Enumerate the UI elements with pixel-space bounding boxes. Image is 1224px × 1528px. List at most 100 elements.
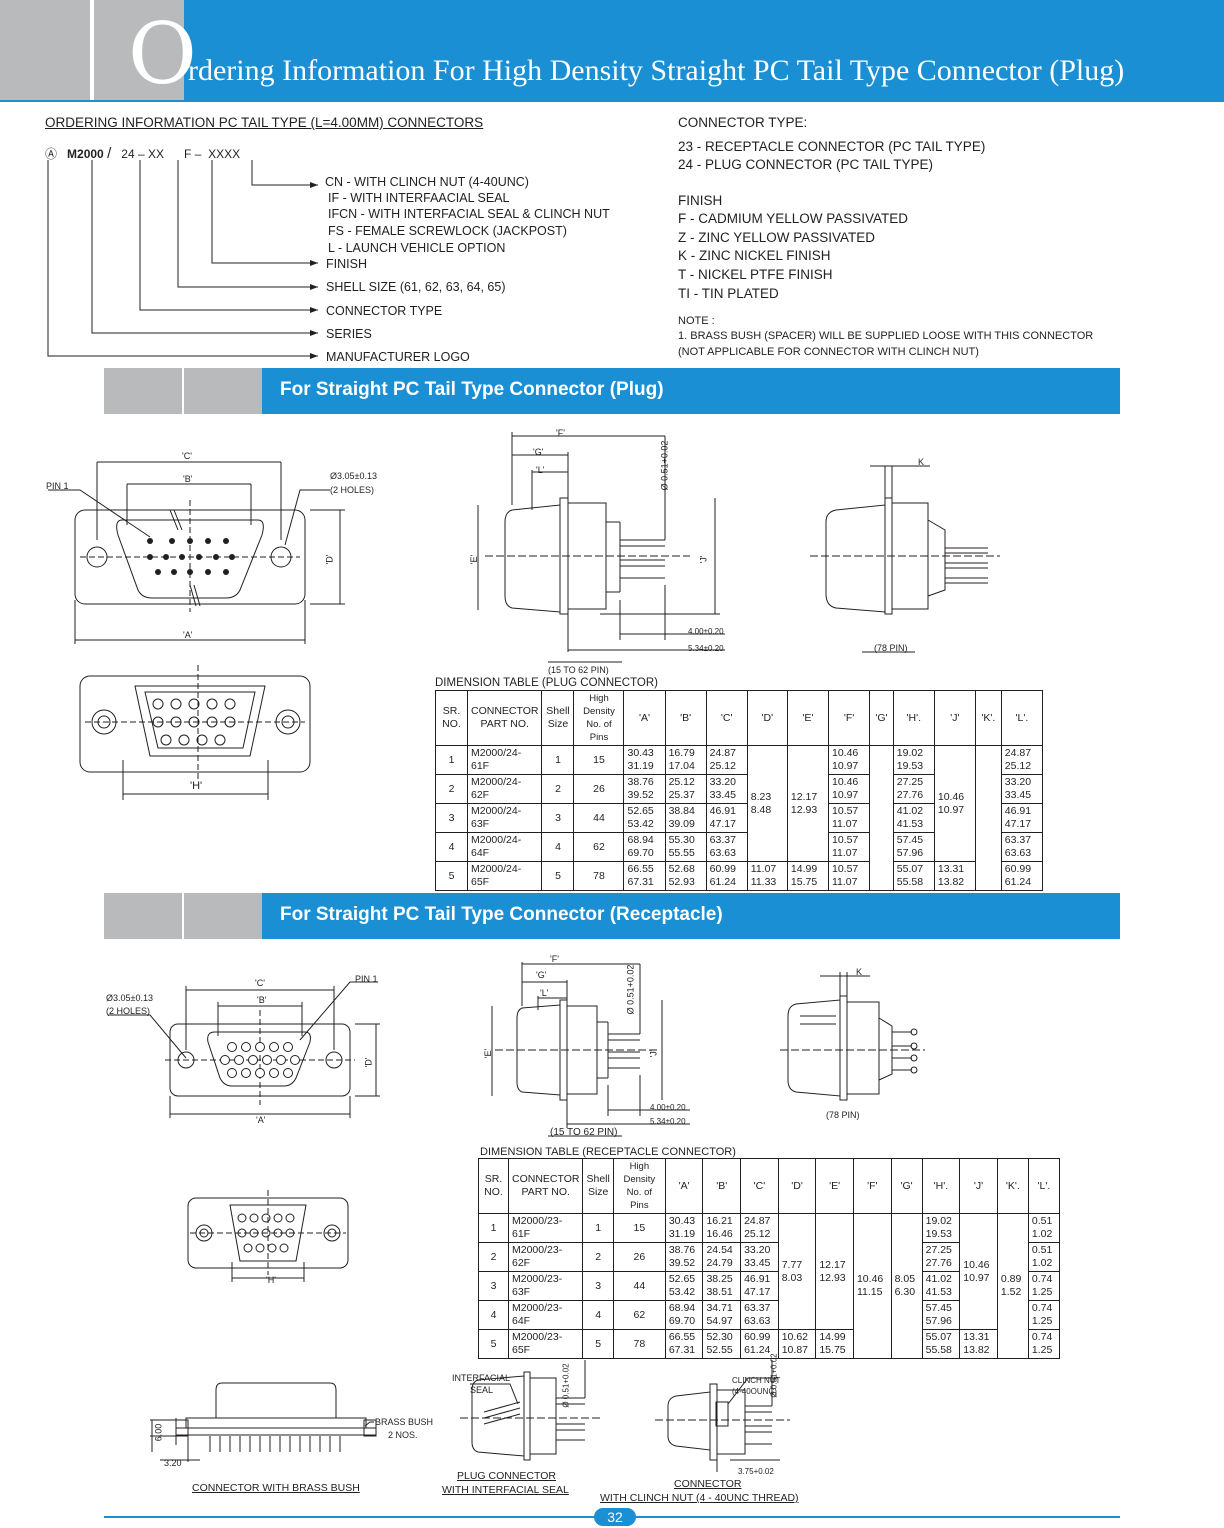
label-seal: SEAL <box>470 1385 494 1395</box>
ordering-heading: ORDERING INFORMATION PC TAIL TYPE (L=4.0… <box>45 115 484 130</box>
logo-mark: Ⓐ <box>45 147 58 161</box>
page-title: rdering Information For High Density Str… <box>188 54 1125 87</box>
title-initial: O <box>128 5 197 103</box>
label-brass-bush: BRASS BUSH <box>375 1417 434 1427</box>
plug-label-hole: Ø3.05±0.13 <box>330 471 377 481</box>
plug-dimension-table: SR. NO. CONNECTOR PART NO. Shell Size Hi… <box>435 690 1044 891</box>
note-line-2: (NOT APPLICABLE FOR CONNECTOR WITH CLINC… <box>678 346 979 358</box>
connector-type-heading: CONNECTOR TYPE: <box>678 115 808 130</box>
rec-label-range: (15 TO 62 PIN) <box>550 1127 618 1138</box>
plug-label-g: 'G' <box>533 447 544 457</box>
plug-label-k: K <box>918 457 925 467</box>
rec-label-l: 'L' <box>540 988 549 998</box>
label-series: SERIES <box>326 327 372 341</box>
th-g: 'G' <box>869 690 894 746</box>
plug-label-h: 'H' <box>190 780 203 792</box>
finish-k: K - ZINC NICKEL FINISH <box>678 248 831 263</box>
plug-label-534: 5.34±0.20 <box>688 644 724 653</box>
rec-label-pin1: PIN 1 <box>355 974 378 984</box>
plug-table-title: DIMENSION TABLE (PLUG CONNECTOR) <box>435 677 659 689</box>
option-cn: CN - WITH CLINCH NUT (4-40UNC) <box>325 175 529 189</box>
header-rule <box>0 100 1224 102</box>
th-part: CONNECTOR PART NO. <box>466 690 543 746</box>
receptacle-dimension-table: SR. NO. CONNECTOR PART NO. Shell Size Hi… <box>478 1158 1061 1359</box>
plug-label-f: 'F' <box>556 428 565 438</box>
rec-label-holes: (2 HOLES) <box>106 1006 151 1016</box>
caption-plug-1: PLUG CONNECTOR <box>457 1470 556 1482</box>
plug-label-78pin: (78 PIN) <box>874 643 908 653</box>
section-title-plug: For Straight PC Tail Type Connector (Plu… <box>280 379 664 400</box>
label-2-nos: 2 NOS. <box>388 1430 418 1440</box>
rec-label-c: 'C' <box>255 978 265 988</box>
caption-plug-2: WITH INTERFACIAL SEAL <box>442 1484 569 1496</box>
label-seal-pin-dia: Ø 0.51+0.02 <box>561 1363 571 1408</box>
rec-table-title: DIMENSION TABLE (RECEPTACLE CONNECTOR) <box>480 1146 736 1158</box>
plug-label-pin1: PIN 1 <box>46 481 69 491</box>
caption-clinch-1: CONNECTOR <box>674 1478 742 1490</box>
caption-brass-bush: CONNECTOR WITH BRASS BUSH <box>192 1482 360 1494</box>
rec-label-400: 4.00±0.20 <box>650 1103 686 1112</box>
label-interfacial: INTERFACIAL <box>452 1373 511 1383</box>
label-320: 3.20 <box>164 1458 182 1468</box>
connector-type-23: 23 - RECEPTACLE CONNECTOR (PC TAIL TYPE) <box>678 139 986 154</box>
label-finish: FINISH <box>326 257 367 271</box>
finish-t: T - NICKEL PTFE FINISH <box>678 267 833 282</box>
option-if: IF - WITH INTERFAACIAL SEAL <box>328 191 510 205</box>
section-title-receptacle: For Straight PC Tail Type Connector (Rec… <box>280 904 723 925</box>
section-bar-receptacle: For Straight PC Tail Type Connector (Rec… <box>104 893 1120 939</box>
th-shell: Shell Size <box>541 690 575 746</box>
label-clinch-thread: (4-40OUNC) <box>732 1387 777 1396</box>
rec-label-g: 'G' <box>536 970 547 980</box>
plug-label-c: 'C' <box>182 451 192 461</box>
rec-label-f: 'F' <box>550 954 559 964</box>
finish-z: Z - ZINC YELLOW PASSIVATED <box>678 230 876 245</box>
part-code: Ⓐ M2000 / 24 – XX F – XXXX <box>45 145 241 162</box>
label-connector-type: CONNECTOR TYPE <box>326 304 443 318</box>
rec-label-k: K <box>856 967 863 977</box>
th-sr: SR. NO. <box>435 690 468 746</box>
label-logo: MANUFACTURER LOGO <box>326 350 470 364</box>
rec-label-h: 'H' <box>266 1275 276 1285</box>
section-bar-plug: For Straight PC Tail Type Connector (Plu… <box>104 368 1120 414</box>
page-header: O rdering Information For High Density S… <box>0 0 1224 100</box>
finish-heading: FINISH <box>678 193 723 208</box>
finish-ti: TI - TIN PLATED <box>678 286 779 301</box>
page-number: 32 <box>594 1508 636 1526</box>
th-l: 'L'. <box>1000 690 1044 746</box>
plug-label-a: 'A' <box>183 630 193 640</box>
note-line-1: 1. BRASS BUSH (SPACER) WILL BE SUPPLIED … <box>678 330 1094 342</box>
label-600: 6.00 <box>153 1423 164 1442</box>
option-fs: FS - FEMALE SCREWLOCK (JACKPOST) <box>328 224 567 238</box>
th-f: 'F' <box>827 690 871 746</box>
finish-f: F - CADMIUM YELLOW PASSIVATED <box>678 211 909 226</box>
th-pins: High Density No. of Pins <box>573 690 625 746</box>
label-375: 3.75+0.02 <box>738 1467 774 1476</box>
caption-clinch-2: WITH CLINCH NUT (4 - 40UNC THREAD) <box>600 1492 799 1504</box>
label-clinch-pin-dia: Ø 0.51+0.02 <box>769 1353 779 1398</box>
option-l: L - LAUNCH VEHICLE OPTION <box>328 241 506 255</box>
th-h: 'H'. <box>892 690 935 746</box>
connector-type-24: 24 - PLUG CONNECTOR (PC TAIL TYPE) <box>678 157 934 172</box>
option-ifcn: IFCN - WITH INTERFACIAL SEAL & CLINCH NU… <box>328 207 610 221</box>
note-heading: NOTE : <box>678 315 715 327</box>
plug-label-400: 4.00±0.20 <box>688 627 724 636</box>
rec-label-a: 'A' <box>256 1115 266 1125</box>
label-shell: SHELL SIZE (61, 62, 63, 64, 65) <box>326 280 506 294</box>
plug-label-range: (15 TO 62 PIN) <box>548 665 609 675</box>
rec-label-534: 5.34±0.20 <box>650 1117 686 1126</box>
label-clinch-nut: CLINCH NUT <box>732 1376 781 1385</box>
th-d: 'D' <box>746 690 788 746</box>
plug-label-b: 'B' <box>183 474 193 484</box>
th-j: 'J' <box>933 690 976 746</box>
